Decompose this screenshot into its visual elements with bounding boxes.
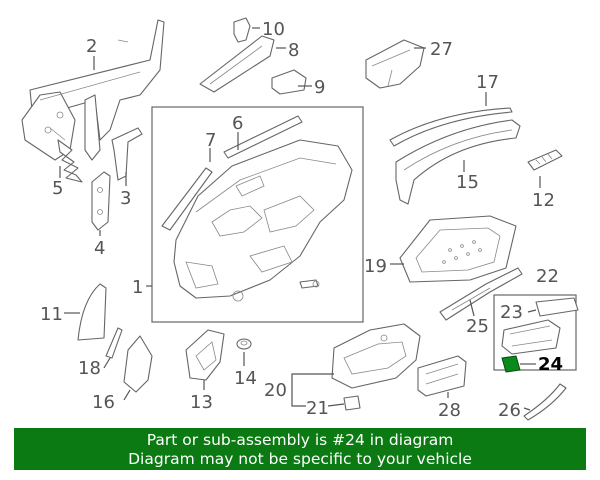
part-20-console-bracket (331, 323, 421, 389)
callout-24-highlighted: 24 (538, 354, 563, 375)
part-24-highlighted (501, 355, 521, 373)
part-14-grommet (236, 338, 252, 350)
part-19-glove-box (399, 215, 517, 283)
callout-2: 2 (86, 36, 97, 57)
part-17-trim-strip (389, 107, 513, 147)
info-banner: Part or sub-assembly is #24 in diagram D… (14, 428, 586, 470)
part-8-trim-strip (199, 35, 275, 93)
callout-23: 23 (500, 302, 523, 323)
callout-9: 9 (314, 77, 325, 98)
part-22-housing (501, 319, 561, 355)
callout-27: 27 (430, 39, 453, 60)
part-3-bracket (111, 127, 143, 181)
part-13-bracket (185, 329, 225, 381)
part-11-end-cap (77, 283, 107, 341)
callout-18: 18 (78, 358, 101, 379)
callout-12: 12 (532, 190, 555, 211)
part-28-module (417, 355, 467, 397)
part-4-bracket (91, 171, 111, 231)
callout-17: 17 (476, 72, 499, 93)
banner-line-1: Part or sub-assembly is #24 in diagram (146, 431, 454, 449)
part-18-clip (105, 327, 123, 359)
callout-14: 14 (234, 368, 257, 389)
callout-21: 21 (306, 398, 329, 419)
callout-15: 15 (456, 172, 479, 193)
part-7-trim-strip (161, 167, 213, 231)
callout-16: 16 (92, 392, 115, 413)
part-12-vent-grille (527, 149, 563, 171)
exploded-parts-diagram: 1 2 3 4 5 6 7 8 9 10 11 12 13 14 15 16 1… (21, 17, 579, 421)
callout-10: 10 (262, 19, 285, 40)
part-21-fastener (343, 395, 361, 411)
part-6-defroster-trim (223, 115, 303, 159)
callout-1: 1 (132, 277, 143, 298)
part-9-vent (271, 69, 307, 95)
callout-8: 8 (288, 40, 299, 61)
callout-6: 6 (232, 113, 243, 134)
part-27-module (365, 39, 425, 89)
part-10-clip (233, 17, 251, 43)
callout-11: 11 (40, 304, 63, 325)
part-15-upper-trim (395, 119, 521, 205)
part-16-side-trim (123, 335, 153, 393)
part-5-bracket (57, 139, 83, 183)
part-23-cover (535, 297, 579, 317)
callout-19: 19 (364, 256, 387, 277)
callout-7: 7 (205, 130, 216, 151)
part-22-assembly-group (493, 294, 579, 371)
part-26-trim-strip (523, 383, 567, 421)
banner-line-2: Diagram may not be specific to your vehi… (128, 450, 472, 468)
callout-numbers: 1 2 3 4 5 6 7 8 9 10 11 12 13 14 15 16 1… (40, 19, 563, 421)
leader-lines (59, 27, 541, 411)
callout-28: 28 (438, 400, 461, 421)
callout-20: 20 (264, 380, 287, 401)
callout-4: 4 (94, 238, 105, 259)
callout-5: 5 (52, 178, 63, 199)
part-2-cross-car-beam (21, 19, 165, 161)
callout-22: 22 (536, 266, 559, 287)
part-25-trim-strip (439, 267, 523, 321)
callout-3: 3 (120, 188, 131, 209)
callout-13: 13 (190, 392, 213, 413)
callout-26: 26 (498, 400, 521, 421)
callout-25: 25 (466, 316, 489, 337)
part-1-instrument-panel (151, 106, 364, 323)
